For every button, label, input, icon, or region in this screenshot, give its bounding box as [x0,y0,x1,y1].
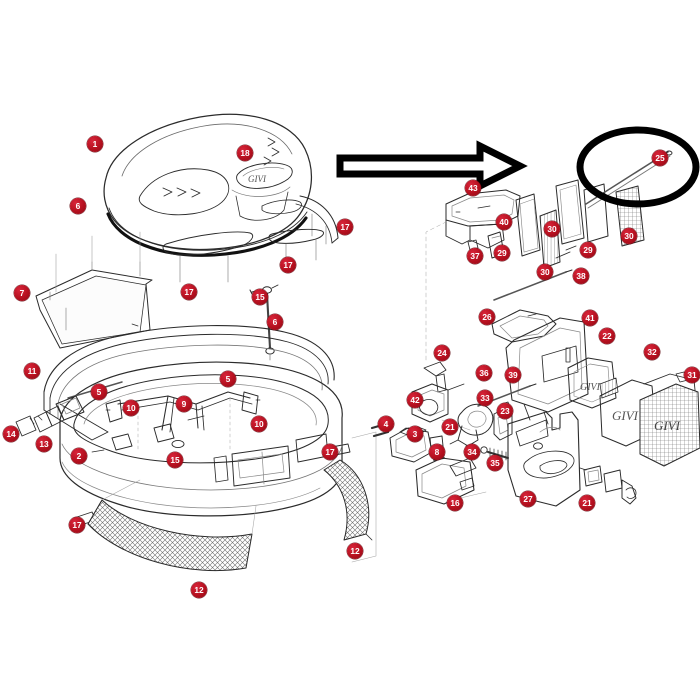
reflector-panel-group: GIVI GIVI GIVI [567,357,700,467]
callout-bubble-32[interactable]: 32 [644,344,660,360]
callout-bubble-21[interactable]: 21 [442,419,458,435]
callout-bubble-30[interactable]: 30 [621,228,637,244]
callout-bubble-12[interactable]: 12 [191,582,207,598]
callout-bubble-24[interactable]: 24 [434,345,450,361]
highlight-arrow [336,140,528,192]
reflector-logo-3: GIVI [654,418,681,433]
callout-bubble-27[interactable]: 27 [520,491,536,507]
annotation-overlay [336,126,700,208]
callout-bubble-3[interactable]: 3 [407,426,423,442]
callout-bubble-17[interactable]: 17 [322,444,338,460]
callout-bubble-33[interactable]: 33 [477,390,493,406]
callout-bubble-4[interactable]: 4 [378,416,394,432]
callout-bubble-40[interactable]: 40 [496,214,512,230]
callout-bubble-2[interactable]: 2 [71,448,87,464]
callout-bubble-11[interactable]: 11 [24,363,40,379]
top-lid-assembly: GIVI [103,113,313,257]
lid-trim-arc-right [295,195,339,245]
callout-bubble-9[interactable]: 9 [176,396,192,412]
highlight-ellipse [576,126,700,208]
reflector-logo-2: GIVI [612,408,639,423]
callout-bubble-8[interactable]: 8 [429,444,445,460]
callout-bubble-17[interactable]: 17 [69,517,85,533]
callout-bubble-7[interactable]: 7 [14,285,30,301]
callout-bubble-15[interactable]: 15 [252,289,268,305]
callout-bubble-21[interactable]: 21 [579,495,595,511]
reflector-logo-1: GIVI [580,382,601,393]
callout-bubble-34[interactable]: 34 [464,444,480,460]
callout-bubble-6[interactable]: 6 [267,314,283,330]
internal-mount-frame [105,391,261,453]
callout-bubble-5[interactable]: 5 [220,371,236,387]
callout-bubble-29[interactable]: 29 [580,242,596,258]
mount-bracket-24 [411,221,471,431]
reflector-strip-right [323,431,377,563]
callout-bubble-17[interactable]: 17 [181,284,197,300]
callout-bubble-13[interactable]: 13 [36,436,52,452]
callout-bubble-39[interactable]: 39 [505,367,521,383]
callout-bubble-35[interactable]: 35 [487,455,503,471]
small-clips-group [15,395,85,437]
callout-bubble-36[interactable]: 36 [476,365,492,381]
callout-bubble-10[interactable]: 10 [123,400,139,416]
callout-bubble-26[interactable]: 26 [479,309,495,325]
callout-bubble-14[interactable]: 14 [3,426,19,442]
callout-bubble-17[interactable]: 17 [337,219,353,235]
lid-logo: GIVI [248,174,267,184]
callout-bubble-17[interactable]: 17 [280,257,296,273]
callout-bubble-30[interactable]: 30 [544,221,560,237]
callout-bubble-30[interactable]: 30 [537,264,553,280]
reflector-strip-left [73,479,257,571]
callout-bubble-42[interactable]: 42 [407,392,423,408]
callout-bubble-31[interactable]: 31 [684,367,700,383]
callout-bubble-16[interactable]: 16 [447,495,463,511]
callout-bubble-18[interactable]: 18 [237,145,253,161]
callout-bubble-1[interactable]: 1 [87,136,103,152]
callout-bubble-25[interactable]: 25 [652,150,668,166]
callout-bubble-37[interactable]: 37 [467,248,483,264]
callout-bubble-10[interactable]: 10 [251,416,267,432]
callout-bubble-43[interactable]: 43 [465,180,481,196]
callout-bubble-15[interactable]: 15 [167,452,183,468]
callout-bubble-29[interactable]: 29 [494,245,510,261]
callout-bubble-5[interactable]: 5 [91,384,107,400]
callout-bubble-22[interactable]: 22 [599,328,615,344]
base-case-assembly [43,325,343,517]
callout-bubble-6[interactable]: 6 [70,198,86,214]
callout-bubble-38[interactable]: 38 [573,268,589,284]
inner-lid-plate [477,309,589,425]
callout-bubble-41[interactable]: 41 [582,310,598,326]
callout-bubble-23[interactable]: 23 [497,403,513,419]
callout-bubble-12[interactable]: 12 [347,543,363,559]
inner-liner-panel [35,261,153,349]
